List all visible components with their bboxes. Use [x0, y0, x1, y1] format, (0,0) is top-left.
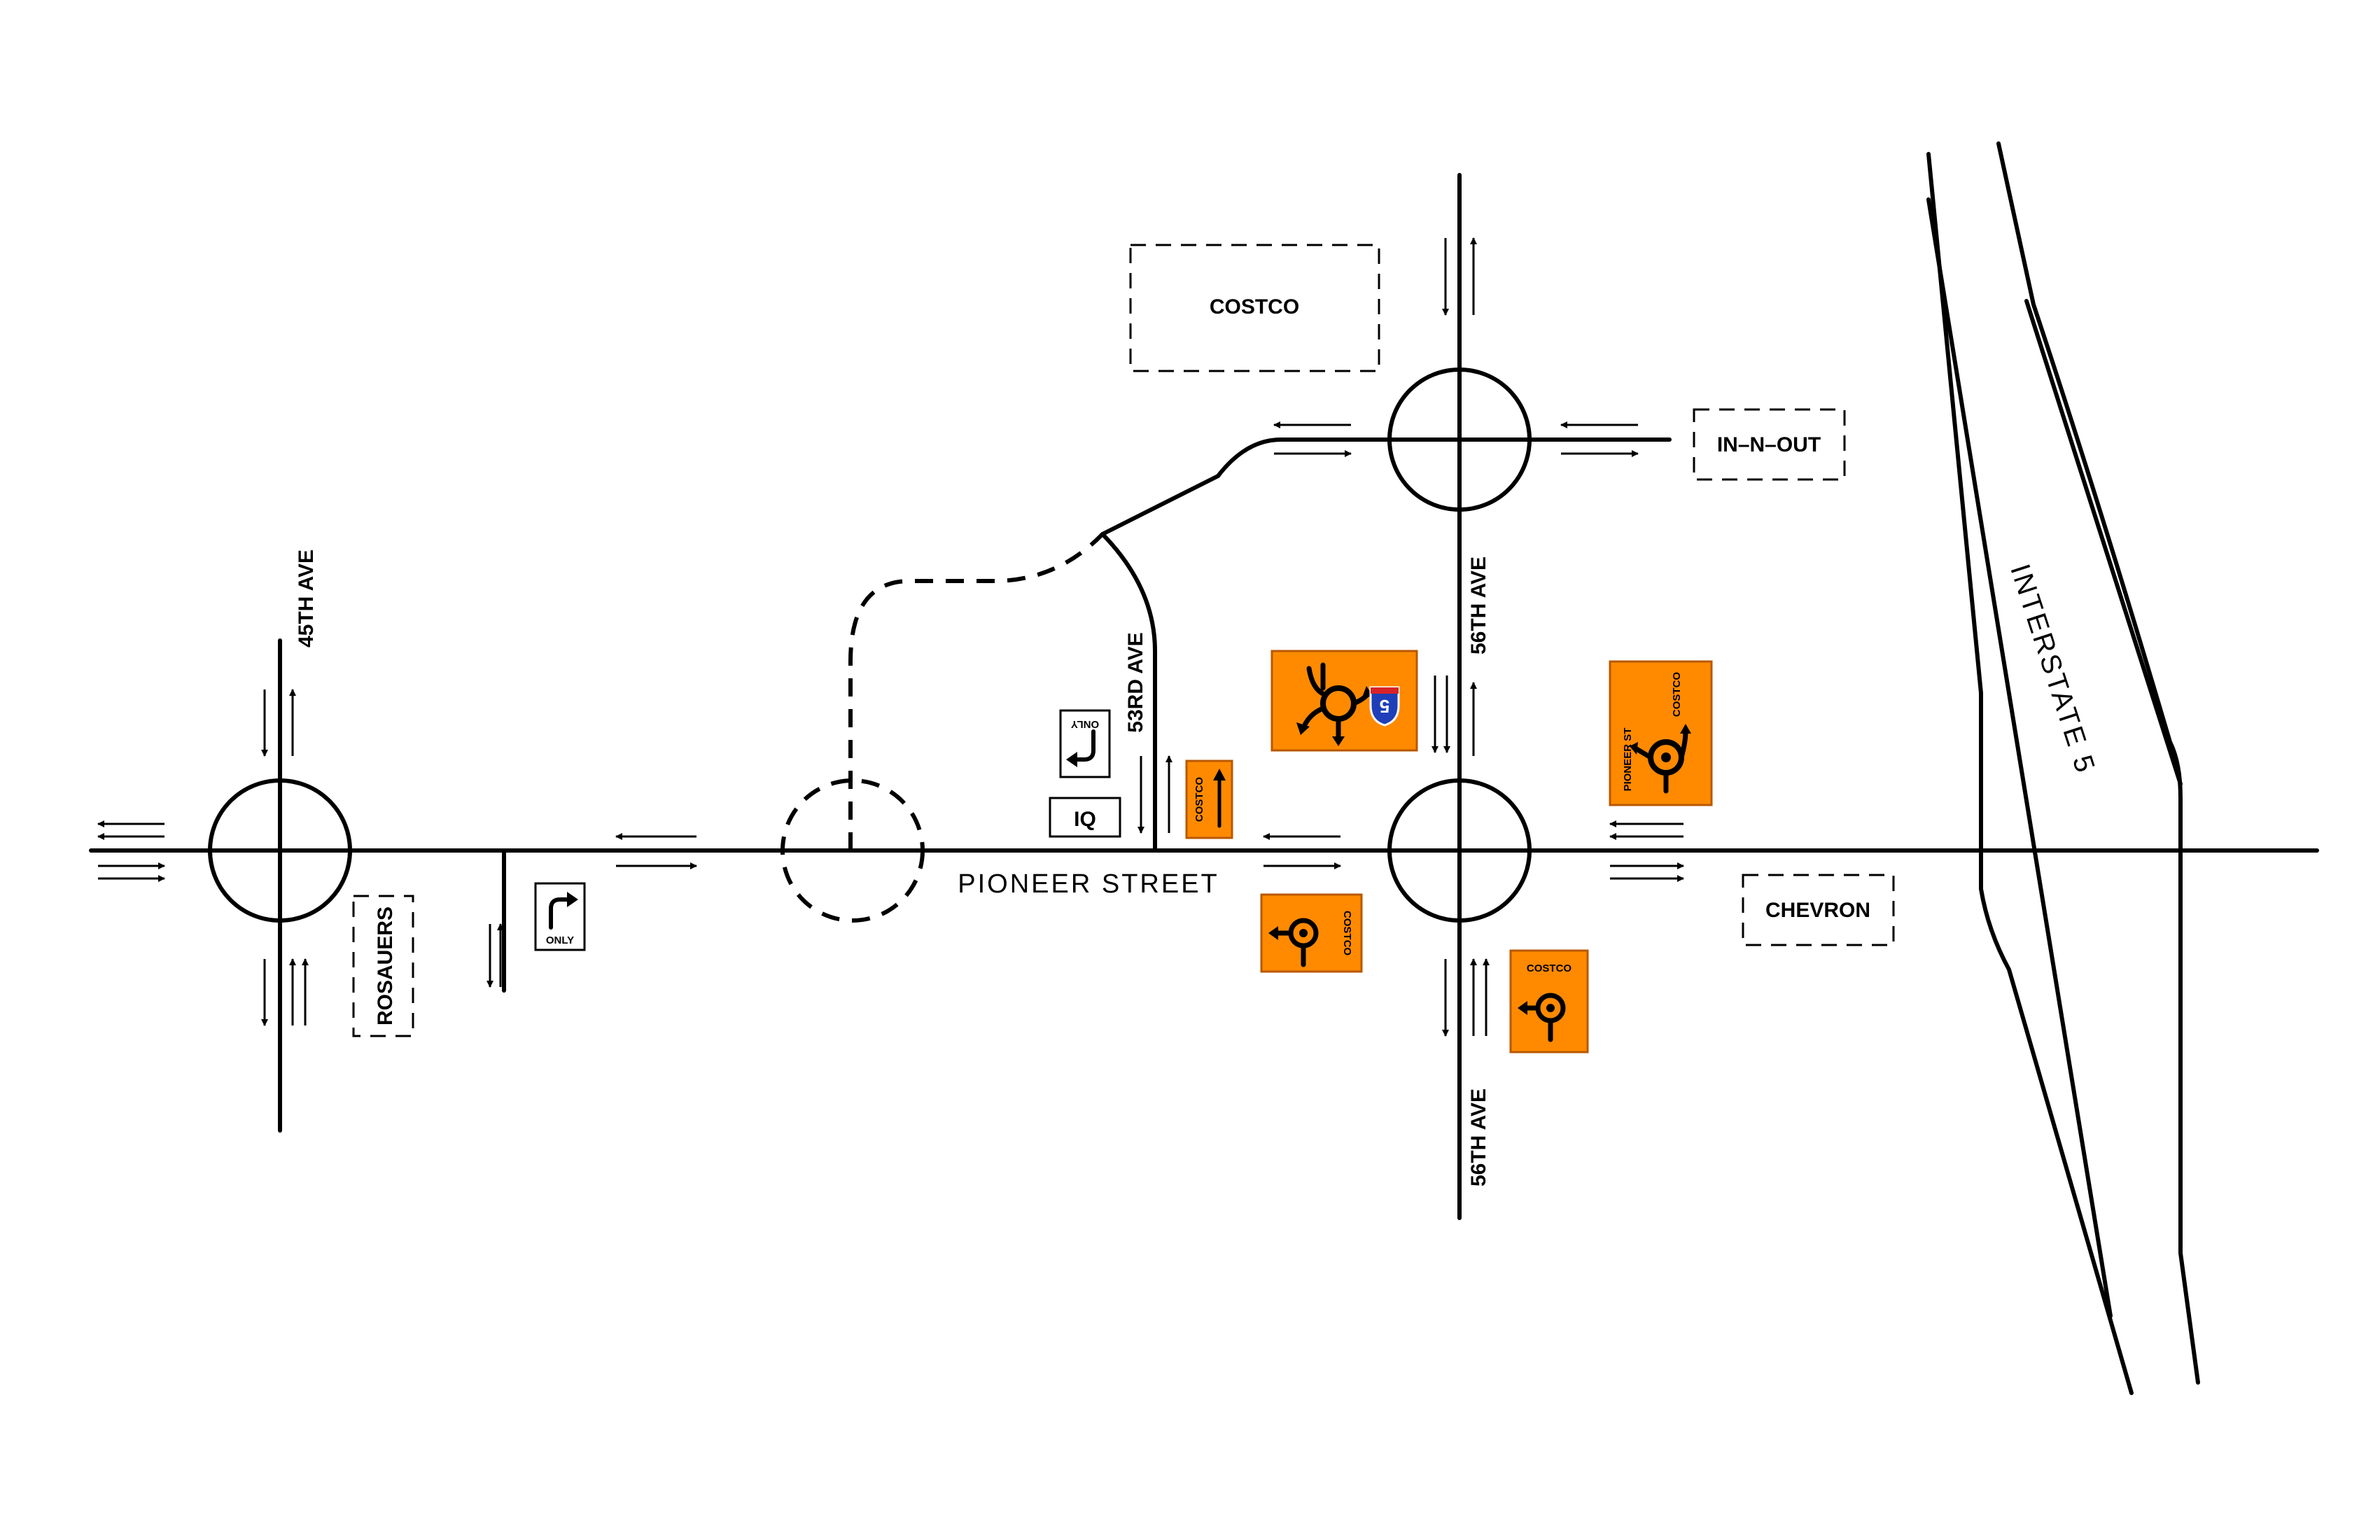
chevron-label: CHEVRON [1765, 899, 1870, 922]
right-turn-only-text: ONLY [546, 934, 574, 946]
left-turn-only-sign: ONLY [1059, 709, 1111, 778]
costco-roundabout-sign-west: COSTCO [1260, 893, 1363, 973]
in-n-out-box: IN–N–OUT [1693, 408, 1846, 481]
53rd-ave-road [1100, 532, 1157, 853]
costco-roundabout-sign-south: COSTCO [1509, 949, 1589, 1054]
rosauers-box: ROSAUERS [352, 895, 414, 1037]
costco-ahead-sign: COSTCO [1185, 760, 1233, 839]
roundabout-diagram-sign: 5 [1270, 650, 1418, 752]
interstate-shield-icon: 5 [1369, 686, 1400, 727]
traffic-direction-arrows [97, 237, 1684, 1037]
pioneer-costco-diagram-sign: PIONEER ST COSTCO [1609, 660, 1713, 806]
shield-number: 5 [1380, 696, 1390, 717]
left-turn-only-text: ONLY [1071, 718, 1099, 730]
costco-label: COSTCO [1210, 295, 1299, 318]
costco-access-road [1100, 438, 1392, 536]
iq-label: IQ [1074, 808, 1096, 831]
chevron-box: CHEVRON [1742, 874, 1895, 946]
iq-box: IQ [1049, 797, 1121, 838]
road-network [89, 173, 2319, 1220]
costco-roundabout-west-text: COSTCO [1341, 911, 1353, 956]
costco-roundabout-south-text: COSTCO [1527, 962, 1572, 974]
45th-ave-label: 45TH AVE [295, 550, 318, 648]
costco-box: COSTCO [1129, 244, 1380, 372]
costco-diag-sign-text: COSTCO [1671, 672, 1683, 718]
in-n-out-label: IN–N–OUT [1717, 433, 1821, 456]
pioneer-st-sign-text: PIONEER ST [1622, 728, 1634, 792]
rosauers-label: ROSAUERS [374, 906, 397, 1026]
53rd-ave-label: 53RD AVE [1124, 632, 1147, 732]
pioneer-street-label: PIONEER STREET [958, 869, 1219, 899]
future-roundabout [780, 778, 925, 923]
costco-ahead-text: COSTCO [1194, 777, 1205, 822]
56th-ave-north-label: 56TH AVE [1467, 556, 1490, 654]
interstate-5-lines [1926, 141, 2200, 1395]
right-turn-only-sign: ONLY [534, 882, 586, 951]
future-connector-road [848, 532, 1105, 850]
56th-ave-south-label: 56TH AVE [1467, 1088, 1490, 1186]
